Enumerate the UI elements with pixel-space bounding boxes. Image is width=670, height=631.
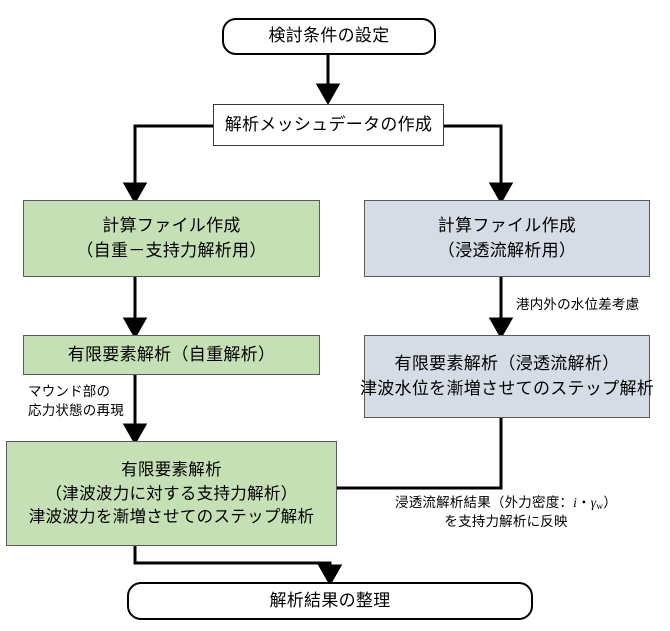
node-fem-seepage-line1: 有限要素解析（浸透流解析） bbox=[394, 354, 620, 374]
node-mesh-data[interactable]: 解析メッシュデータの作成 bbox=[213, 104, 444, 146]
node-fem-bearing-capacity-line2: （津波波力に対する支持力解析） bbox=[45, 483, 298, 503]
node-fem-bearing-capacity[interactable]: 有限要素解析 （津波波力に対する支持力解析） 津波波力を漸増させてのステップ解析 bbox=[6, 441, 337, 546]
note-mound-stress-line1: マウンド部の bbox=[28, 384, 111, 399]
edge-main-fem-to-result bbox=[133, 546, 343, 587]
node-fem-seepage[interactable]: 有限要素解析（浸透流解析） 津波水位を漸増させてのステップ解析 bbox=[360, 335, 654, 418]
note-seepage-symbol-subscript: w bbox=[596, 502, 604, 512]
node-calc-file-seepage[interactable]: 計算ファイル作成 （浸透流解析用） bbox=[364, 200, 650, 277]
node-mesh-data-label: 解析メッシュデータの作成 bbox=[224, 114, 433, 134]
node-fem-bearing-capacity-line1: 有限要素解析 bbox=[121, 460, 222, 480]
node-study-conditions-label: 検討条件の設定 bbox=[268, 26, 390, 46]
note-seepage-result-line2: を支持力解析に反映 bbox=[444, 513, 568, 529]
note-seepage-symbol-dot: ・ bbox=[577, 495, 591, 510]
node-fem-selfweight-label: 有限要素解析（自重解析） bbox=[67, 344, 276, 364]
node-result-summary-label: 解析結果の整理 bbox=[269, 590, 391, 610]
note-seepage-result-reflect: 浸透流解析結果（外力密度：i・γw） を支持力解析に反映 bbox=[395, 494, 617, 531]
note-mound-stress: マウンド部の 応力状態の再現 bbox=[28, 383, 124, 420]
node-calc-file-seepage-line2: （浸透流解析用） bbox=[437, 240, 577, 260]
note-water-level-difference-text: 港内外の水位差考慮 bbox=[516, 297, 640, 312]
edge-mesh-to-left-file bbox=[122, 124, 214, 205]
note-seepage-result-line1: 浸透流解析結果（外力密度：i・γw） bbox=[395, 494, 617, 513]
note-water-level-difference: 港内外の水位差考慮 bbox=[516, 296, 639, 315]
note-mound-stress-line2: 応力状態の再現 bbox=[28, 402, 124, 418]
note-seepage-symbol-i: i bbox=[573, 495, 578, 510]
node-calc-file-selfweight-line1: 計算ファイル作成 bbox=[102, 216, 241, 236]
node-fem-bearing-capacity-line3: 津波波力を漸増させてのステップ解析 bbox=[28, 507, 315, 527]
edge-mesh-to-right-file bbox=[443, 124, 514, 205]
node-calc-file-selfweight-line2: （自重－支持力解析用） bbox=[76, 240, 267, 260]
note-seepage-symbol-gamma: γ bbox=[590, 495, 597, 510]
node-calc-file-seepage-line1: 計算ファイル作成 bbox=[437, 216, 577, 236]
note-seepage-result-suffix: ） bbox=[603, 495, 618, 510]
node-fem-seepage-line2: 津波水位を漸増させてのステップ解析 bbox=[359, 378, 655, 398]
node-study-conditions[interactable]: 検討条件の設定 bbox=[222, 18, 436, 55]
node-calc-file-selfweight[interactable]: 計算ファイル作成 （自重－支持力解析用） bbox=[23, 200, 320, 277]
node-result-summary[interactable]: 解析結果の整理 bbox=[127, 582, 533, 620]
node-fem-selfweight[interactable]: 有限要素解析（自重解析） bbox=[23, 335, 320, 375]
note-seepage-result-prefix: 浸透流解析結果（外力密度： bbox=[395, 495, 574, 510]
